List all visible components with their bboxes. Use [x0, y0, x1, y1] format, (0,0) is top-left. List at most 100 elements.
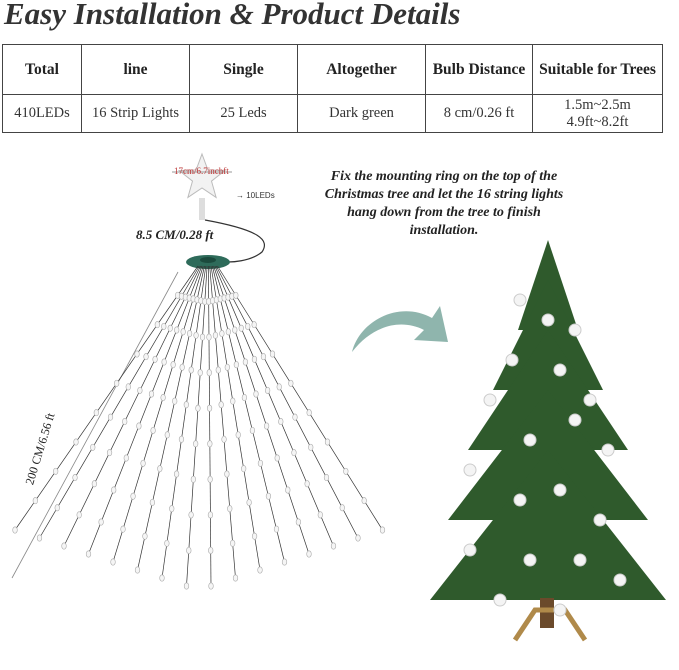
led-bulb: [193, 440, 199, 448]
led-bulb: [207, 475, 213, 483]
led-bulb: [12, 526, 18, 534]
header-suitable-trees: Suitable for Trees: [532, 44, 663, 95]
cell-single: 25 Leds: [189, 94, 298, 133]
led-bulb: [233, 361, 239, 369]
led-bulb: [218, 401, 224, 409]
led-bulb: [195, 404, 201, 412]
led-bulb: [169, 505, 175, 513]
led-bulb: [186, 546, 192, 554]
led-bulb: [206, 369, 212, 377]
led-bulb: [183, 401, 189, 409]
length-dimension-line: [11, 271, 179, 579]
led-bulb: [125, 383, 131, 391]
led-bulb: [32, 497, 38, 505]
led-bulb: [137, 386, 143, 394]
led-bulb: [159, 574, 165, 582]
led-bulb: [188, 511, 194, 519]
led-bulb: [167, 324, 173, 332]
led-bulb: [111, 486, 117, 494]
led-bulb: [306, 550, 312, 558]
curved-arrow-icon: [352, 306, 448, 352]
led-bulb: [161, 322, 167, 330]
led-bulb: [76, 511, 82, 519]
led-bulb: [292, 413, 298, 421]
led-bulb: [208, 546, 214, 554]
led-bulb: [172, 397, 178, 405]
ornament: [513, 293, 527, 307]
led-bulb: [379, 526, 386, 534]
led-bulb: [285, 486, 291, 494]
tree-stand: [512, 607, 588, 642]
cell-line: 16 Strip Lights: [81, 94, 190, 133]
led-bulb: [251, 355, 258, 363]
led-bulb: [188, 366, 194, 374]
light-strand: [214, 265, 334, 547]
led-bulb: [219, 330, 225, 338]
star-stem: [199, 198, 205, 220]
led-bulb: [265, 492, 272, 500]
led-bulb: [150, 426, 156, 434]
led-bulb: [221, 435, 227, 443]
led-bulb: [179, 363, 185, 371]
led-bulb: [53, 467, 59, 475]
led-bulb: [276, 383, 282, 391]
ornament: [568, 413, 582, 427]
led-bulb: [148, 390, 155, 398]
led-bulb: [140, 459, 146, 467]
light-strand: [215, 265, 359, 539]
led-bulb: [253, 390, 259, 398]
led-bulb: [142, 532, 148, 540]
led-bulb: [264, 422, 270, 430]
led-bulb: [233, 291, 239, 299]
led-bulb: [274, 454, 280, 462]
led-bulb: [224, 363, 230, 371]
ornament: [553, 363, 567, 377]
ornament: [593, 513, 607, 527]
led-bulb: [224, 470, 230, 478]
led-bulb: [238, 324, 244, 332]
light-strand: [14, 265, 199, 531]
led-bulb: [72, 474, 78, 482]
led-bulb: [114, 379, 120, 387]
led-bulb: [278, 418, 284, 426]
led-bulb: [193, 331, 199, 339]
ornament: [601, 443, 615, 457]
cell-bulb-distance: 8 cm/0.26 ft: [425, 94, 533, 133]
led-bulb: [355, 534, 361, 542]
led-bulb: [330, 542, 337, 550]
led-bulb: [143, 353, 149, 361]
star-leds-label: → 10LEDs: [236, 191, 275, 200]
led-bulb: [91, 480, 97, 488]
led-bulb: [187, 330, 193, 338]
light-strand: [63, 265, 201, 547]
ornament: [463, 463, 477, 477]
led-bulb: [199, 333, 206, 341]
led-bulb: [257, 566, 263, 574]
ornament: [523, 553, 537, 567]
led-bulb: [206, 333, 212, 341]
led-bulb: [249, 426, 256, 434]
led-bulb: [73, 438, 79, 446]
tree-foliage: [430, 450, 666, 600]
led-bulb: [157, 465, 163, 473]
led-bulb: [323, 474, 330, 482]
ornament: [553, 483, 567, 497]
table-header-row: Total line Single Altogether Bulb Distan…: [2, 44, 663, 95]
page-title: Easy Installation & Product Details: [4, 0, 461, 31]
led-bulb: [174, 470, 180, 478]
led-bulb: [152, 355, 158, 363]
led-bulb: [93, 409, 99, 417]
light-strand: [211, 265, 285, 563]
led-bulb: [54, 504, 60, 512]
header-bulb-distance: Bulb Distance: [425, 44, 533, 95]
led-bulb: [251, 532, 258, 540]
led-bulb: [170, 361, 176, 369]
led-bulb: [207, 511, 214, 519]
instruction-text: Fix the mounting ring on the top of the …: [324, 169, 564, 238]
led-bulb: [281, 558, 288, 566]
led-bulb: [306, 409, 312, 417]
led-bulb: [174, 326, 180, 334]
light-strand: [210, 265, 261, 571]
led-bulb: [207, 440, 213, 448]
